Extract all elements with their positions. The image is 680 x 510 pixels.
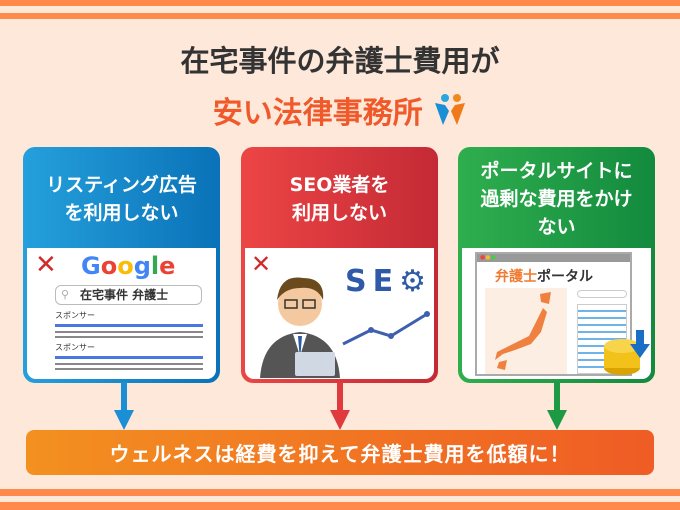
sponsor-label: スポンサー [55,343,95,352]
google-letter: l [150,252,160,280]
result-line [55,336,203,338]
google-letter: o [100,252,118,280]
japan-map-icon [485,288,567,374]
top-stripe [0,0,680,6]
gear-icon: ⚙ [399,264,433,299]
arrow-down-icon [114,382,134,430]
result-line [55,363,203,365]
browser-window: ●●● 弁護士ポータル [475,252,632,376]
result-line [55,331,203,333]
conclusion-banner: ウェルネスは経費を抑えて弁護士費用を低額に！ [26,430,654,475]
browser-bar: ●●● [477,254,630,262]
card-listing-ads: リスティング広告を利用しない ✕ Google ⚲ 在宅事件 弁護士 スポンサー… [23,147,220,383]
portal-title-rest: ポータル [537,269,593,285]
seo-text: SE⚙ [345,264,432,299]
card-heading: ポータルサイトに過剰な費用をかけない [480,160,633,238]
result-line [55,356,203,359]
arrow-down-icon [330,382,350,430]
card-seo-vendor: SEO業者を利用しない ✕ SE⚙ [241,147,438,383]
list-panel [577,304,627,374]
card-heading: SEO業者を利用しない [289,174,390,224]
search-icon: ⚲ [61,288,70,301]
cross-icon: ✕ [251,250,272,278]
title-line-1: 在宅事件の弁護士費用が [180,44,500,78]
arrow-down-icon [547,382,567,430]
portal-illustration: ●●● 弁護士ポータル [462,248,651,379]
card-heading: リスティング広告を利用しない [46,174,197,224]
businessman-icon [260,277,340,378]
title-line-2: 安い法律事務所 [0,88,680,132]
google-illustration: ✕ Google ⚲ 在宅事件 弁護士 スポンサー スポンサー [27,248,216,379]
google-letter: G [81,252,101,280]
bottom-stripe [0,502,680,510]
top-stripe [0,13,680,19]
title-line-2-text: 安い法律事務所 [212,96,423,131]
google-letter: e [159,252,176,280]
result-line [55,324,203,327]
sponsor-label: スポンサー [55,311,95,320]
google-logo: Google [81,252,175,280]
wellness-logo-icon [435,94,466,125]
result-line [55,368,203,370]
portal-title: 弁護士ポータル [477,266,630,286]
google-letter: o [117,252,134,280]
growth-line-icon [342,311,430,346]
coins-down-icon [604,330,650,375]
portal-title-accent: 弁護士 [495,269,537,285]
search-query: 在宅事件 弁護士 [80,288,169,302]
search-field [577,290,627,298]
google-letter: g [133,252,151,280]
seo-letters: SE [345,264,400,299]
seo-illustration: ✕ SE⚙ [245,248,434,379]
bottom-stripe [0,489,680,496]
card-portal-site: ポータルサイトに過剰な費用をかけない ●●● 弁護士ポータル [458,147,655,383]
cross-icon: ✕ [35,250,57,280]
search-box: ⚲ 在宅事件 弁護士 [55,285,202,305]
